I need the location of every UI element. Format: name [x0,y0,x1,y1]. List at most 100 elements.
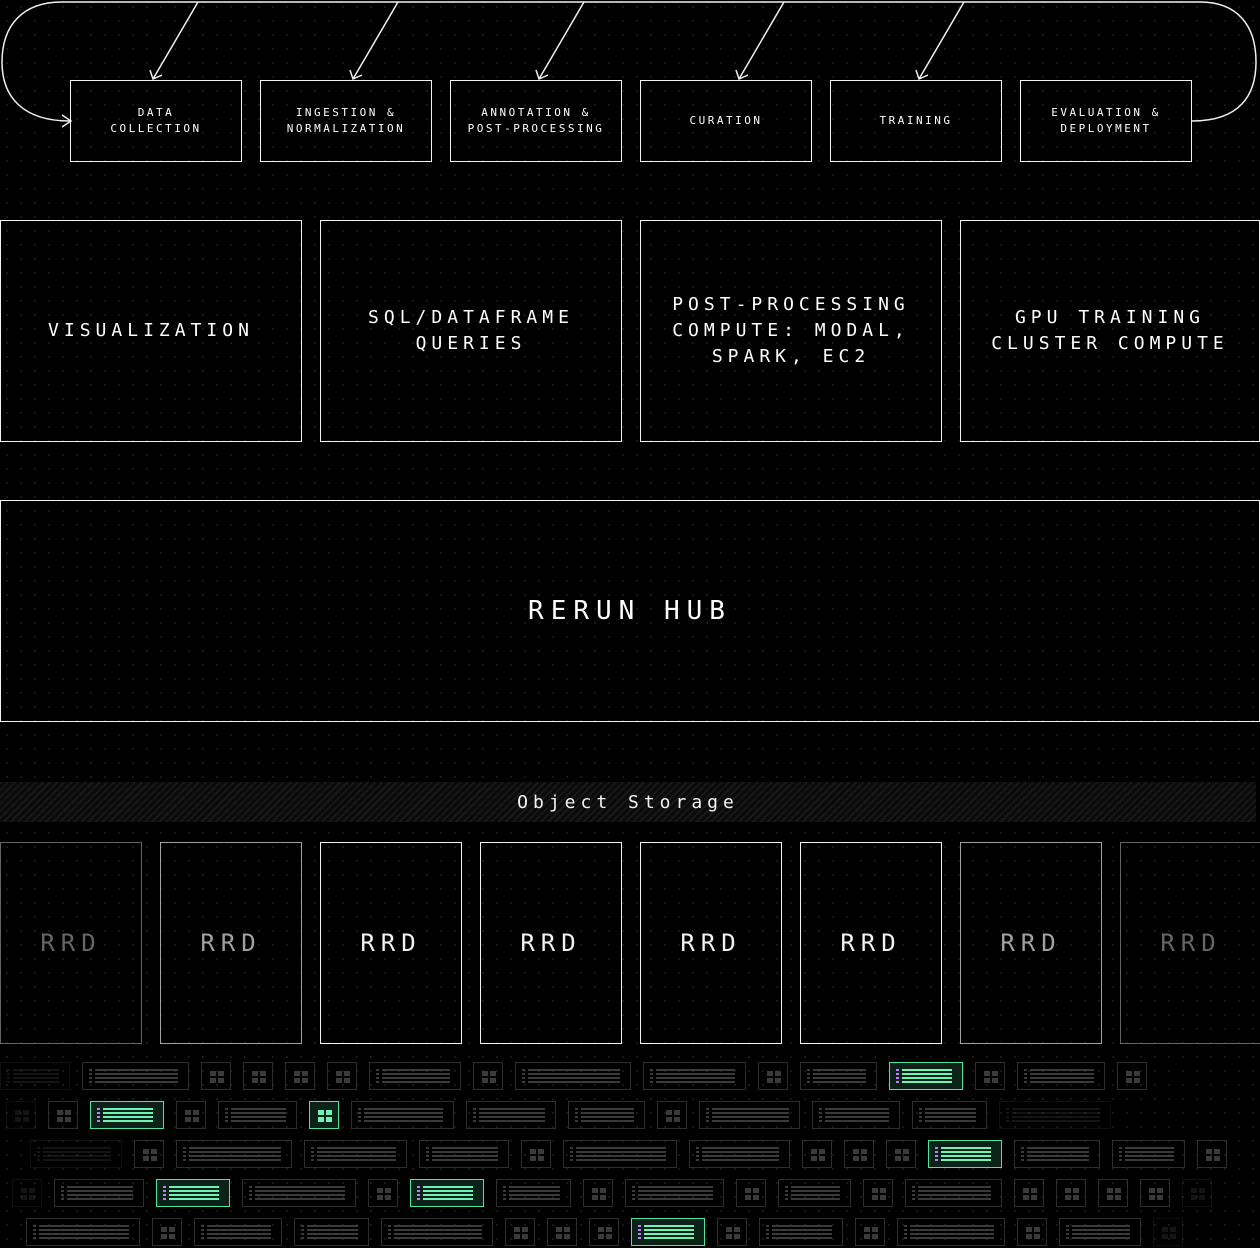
data-chunk [134,1140,164,1168]
arrow-annotation [535,1,585,81]
data-chunk [778,1179,851,1207]
data-chunk [759,1218,843,1246]
data-chunk [1153,1218,1183,1246]
data-chunk [1140,1179,1170,1207]
data-chunk [802,1140,832,1168]
data-chunk [1056,1179,1086,1207]
data-chunk [589,1218,619,1246]
data-chunk [886,1140,916,1168]
arrow-training [915,1,965,81]
data-chunk [1059,1218,1141,1246]
data-chunk [294,1218,369,1246]
data-chunk [176,1101,206,1129]
data-chunk [201,1062,231,1090]
data-chunk [625,1179,724,1207]
data-chunk [1197,1140,1227,1168]
data-chunk [218,1101,297,1129]
data-chunk-highlighted [631,1218,705,1246]
data-chunk [473,1062,503,1090]
data-chunk [419,1140,509,1168]
rerun-hub: Rerun Hub [0,500,1260,722]
data-chunk [689,1140,790,1168]
data-chunk [1112,1140,1185,1168]
data-chunk [30,1140,122,1168]
data-chunk [194,1218,282,1246]
service-gpu-training-compute: GPU Training Cluster Compute [960,220,1260,442]
stage-evaluation-deployment: Evaluation & Deployment [1020,80,1192,162]
data-chunk [844,1140,874,1168]
data-chunk-highlighted [90,1101,164,1129]
data-chunk-highlighted [410,1179,484,1207]
data-chunk [176,1140,292,1168]
service-visualization: Visualization [0,220,302,442]
stage-training: Training [830,80,1002,162]
data-chunk [1117,1062,1147,1090]
data-chunk [863,1179,893,1207]
data-chunk [999,1101,1111,1129]
data-chunk [12,1179,42,1207]
data-chunk [547,1218,577,1246]
data-chunk [699,1101,800,1129]
data-chunk [563,1140,677,1168]
object-storage-band: Object Storage [0,782,1256,822]
rrd-file: RRD [1120,842,1260,1044]
data-chunk [82,1062,189,1090]
data-chunk [381,1218,493,1246]
data-chunk [800,1062,877,1090]
service-sql-dataframe-queries: SQL/Dataframe Queries [320,220,622,442]
arrow-curation [735,1,785,81]
data-chunk [496,1179,571,1207]
data-chunk [369,1062,461,1090]
data-chunk [912,1101,987,1129]
data-chunk [285,1062,315,1090]
data-chunk [466,1101,556,1129]
data-chunk [736,1179,766,1207]
data-chunk [812,1101,900,1129]
stage-annotation-post-processing: Annotation & Post-processing [450,80,622,162]
stage-data-collection: Data Collection [70,80,242,162]
arrow-ingestion [349,1,399,81]
data-chunk [54,1179,144,1207]
data-chunk [368,1179,398,1207]
pipeline-connectors [1,1,1257,128]
service-post-processing-compute: Post-processing Compute: Modal, Spark, E… [640,220,942,442]
data-chunk-highlighted [309,1101,339,1129]
data-chunk [975,1062,1005,1090]
rrd-file: RRD [960,842,1102,1044]
data-chunk [242,1179,356,1207]
data-chunk [1017,1218,1047,1246]
data-chunk [0,1062,70,1090]
data-chunk [505,1218,535,1246]
data-chunk [6,1101,36,1129]
rrd-file: RRD [0,842,142,1044]
data-chunk [152,1218,182,1246]
data-chunk [905,1179,1002,1207]
rrd-file: RRD [640,842,782,1044]
rrd-file: RRD [480,842,622,1044]
data-chunk [1098,1179,1128,1207]
stage-ingestion-normalization: Ingestion & Normalization [260,80,432,162]
data-chunk [521,1140,551,1168]
stage-input-arrows [149,1,965,81]
rrd-file: RRD [320,842,462,1044]
data-chunk [657,1101,687,1129]
data-chunk [351,1101,454,1129]
data-chunk [1017,1062,1105,1090]
object-storage-label: Object Storage [517,791,739,813]
rrd-file: RRD [800,842,942,1044]
data-chunk [327,1062,357,1090]
data-chunk [26,1218,140,1246]
data-chunk [758,1062,788,1090]
data-chunk [855,1218,885,1246]
data-chunk [1182,1179,1212,1207]
data-chunk [568,1101,645,1129]
data-chunk-highlighted [928,1140,1002,1168]
data-chunk [897,1218,1005,1246]
arrow-data-collection [149,1,199,81]
data-chunk-highlighted [156,1179,230,1207]
pipeline-loop-line [1,1,1257,122]
data-chunk-highlighted [889,1062,963,1090]
data-chunk [48,1101,78,1129]
data-chunk [515,1062,631,1090]
data-chunk [1014,1140,1100,1168]
